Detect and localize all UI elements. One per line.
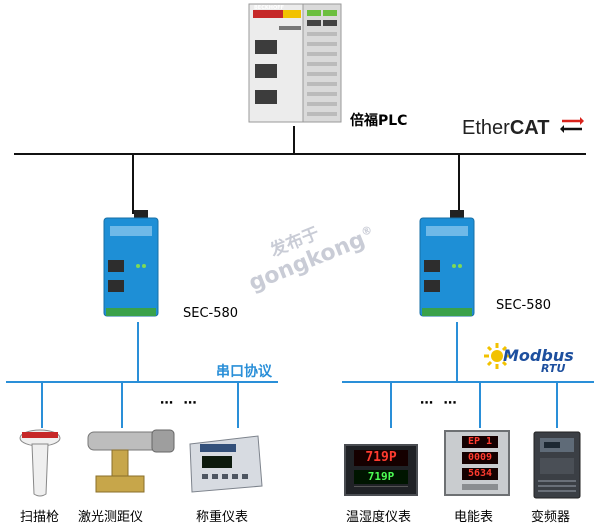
scale-device [189,435,263,493]
meter-display-2: 5634 [462,468,498,480]
thermo-top-display: 719P [354,450,408,466]
gateway-right-device [419,210,475,317]
thermo-label: 温湿度仪表 [346,510,412,525]
modbus-logo-sub: RTU [541,362,566,375]
scale-label: 称重仪表 [196,510,249,525]
gateway-left-device [103,210,159,317]
plc-label: 倍福PLC [350,113,408,129]
serial-protocol-label: 串口协议 [216,364,272,380]
ethercat-logo-prefix: Ether [462,117,510,139]
laser-label: 激光测距仪 [78,510,144,525]
meter-display-0: EP 1 [462,436,498,448]
meter-label: 电能表 [454,510,494,525]
gateway-left-label: SEC-580 [183,306,239,321]
plc-brand: BECKHOFF [254,5,285,11]
meter-device: EP 1 0009 5634 [444,430,510,496]
scanner-device [19,429,61,497]
plc-device [248,3,342,123]
modbus-logo-text: Modbus [503,346,574,365]
thermo-bottom-display: 719P [354,470,408,484]
ethercat-arrows-icon [560,117,584,133]
left-bus-more-dots: ⋯ ⋯ [160,396,200,411]
right-bus-more-dots: ⋯ ⋯ [420,396,460,411]
ethercat-logo: EtherCAT [462,117,549,140]
modbus-logo-icon [484,343,510,369]
thermo-device: 719P 719P [344,444,418,496]
gateway-right-label: SEC-580 [496,298,552,313]
scanner-label: 扫描枪 [20,510,60,525]
meter-display-1: 0009 [462,452,498,464]
inverter-label: 变频器 [531,510,571,525]
inverter-device [533,431,581,499]
laser-device [87,429,175,493]
ethercat-logo-suffix: CAT [509,117,550,139]
